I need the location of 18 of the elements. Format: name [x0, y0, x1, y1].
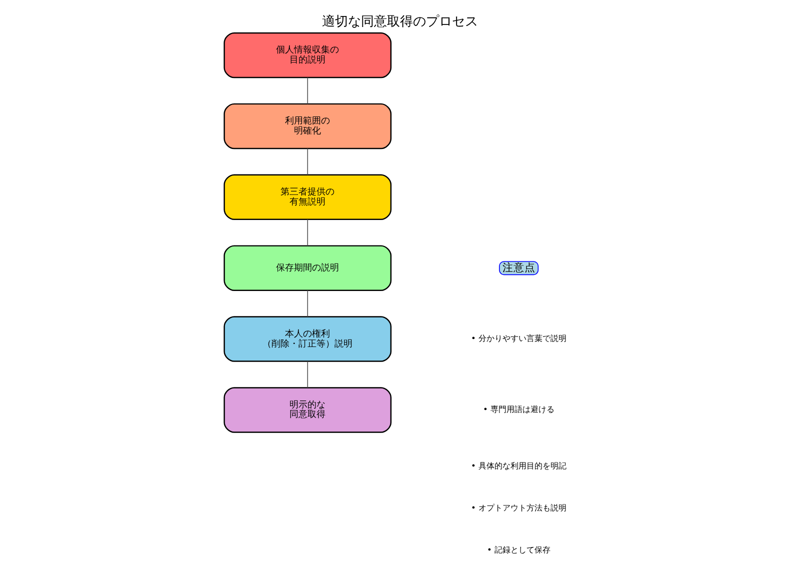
node-box: 個人情報収集の目的説明 [224, 32, 392, 78]
label: • 具体的な利用目的を明記 [471, 460, 567, 471]
connector [307, 360, 308, 388]
node-box: 保存期間の説明 [224, 245, 392, 291]
diagram-title: 適切な同意取得のプロセス [322, 14, 478, 30]
connector [307, 219, 308, 246]
node-box: 利用範囲の明確化 [224, 103, 392, 150]
label: • 記録として保存 [487, 544, 551, 555]
connector [307, 148, 308, 176]
connector [307, 77, 308, 104]
node-box: 第三者提供の有無説明 [224, 174, 392, 220]
node-box: 注意点 [498, 261, 539, 276]
label: • 専門用語は避ける [483, 404, 555, 414]
label: • 分かりやすい言葉で説明 [471, 333, 567, 344]
node-box: 明示的な同意取得 [224, 387, 392, 433]
connector [307, 290, 308, 318]
node-box: 本人の権利（削除・訂正等）説明 [224, 316, 392, 362]
label: • オプトアウト方法も説明 [471, 502, 567, 513]
